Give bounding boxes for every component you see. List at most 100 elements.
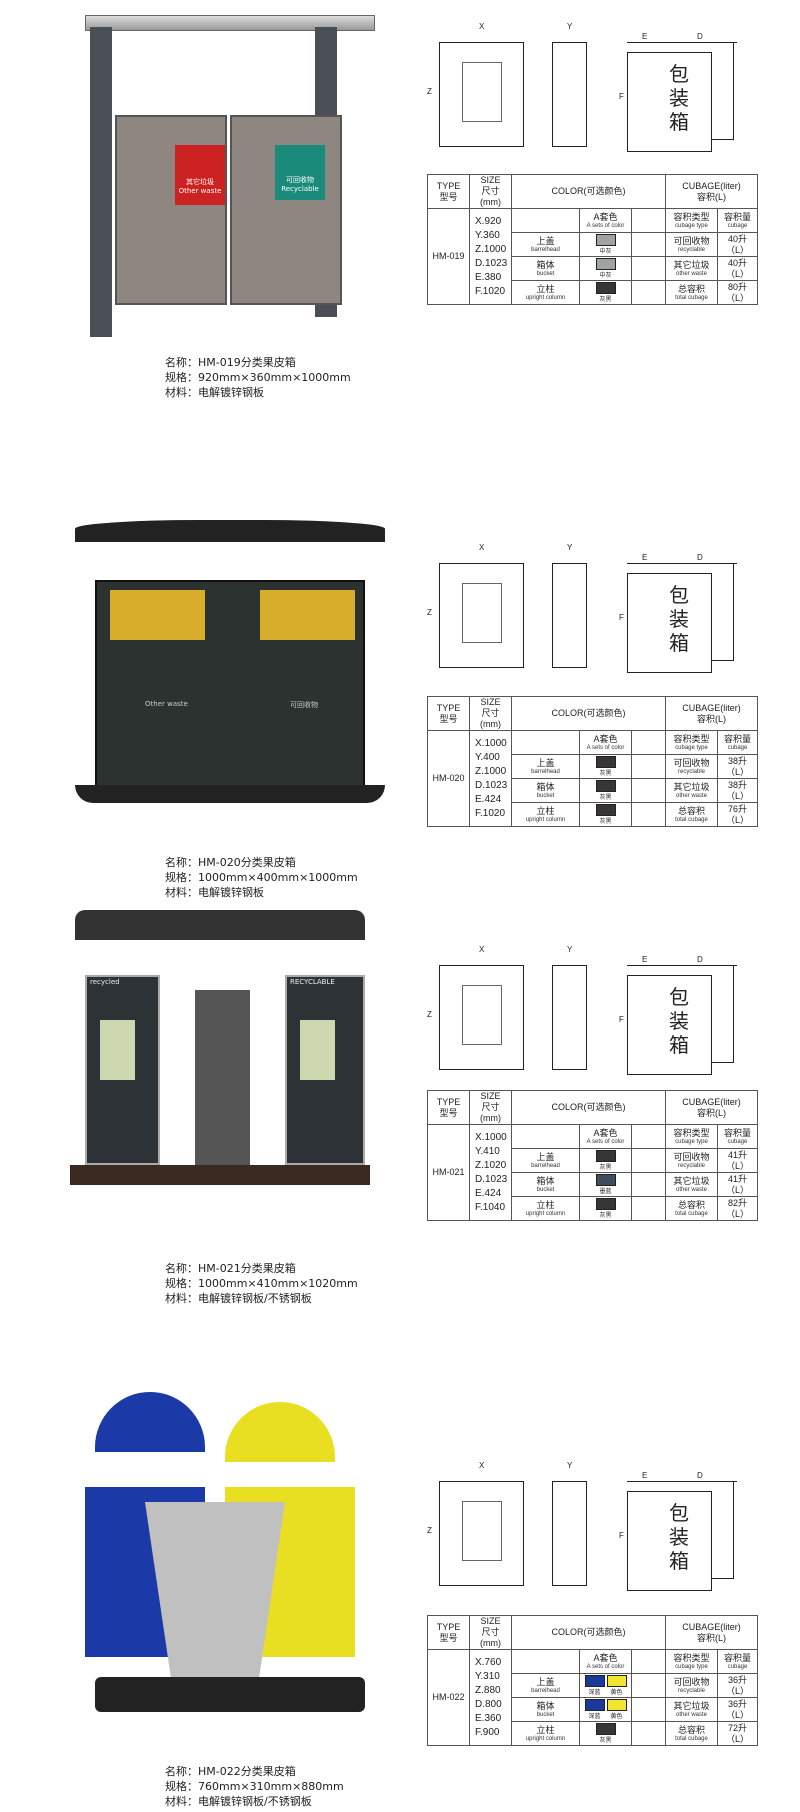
- cubage-value: 38升（L）: [725, 755, 749, 777]
- dim-y: Y: [567, 543, 573, 552]
- dim-z: Z: [427, 608, 432, 617]
- product-photo: recycled RECYCLABLE: [70, 910, 390, 1250]
- color-header: COLOR(可选颜色): [551, 186, 626, 196]
- part-name: 箱体: [536, 781, 555, 792]
- cubage-type: 可回收物: [673, 235, 710, 246]
- size-value: F.1020: [475, 807, 506, 819]
- swatch-label: 深蓝: [588, 1713, 601, 1720]
- cubage-value: 80升（L）: [725, 281, 749, 303]
- cubage-type: 可回收物: [673, 1676, 710, 1687]
- part-name-en: bucket: [536, 792, 555, 799]
- color-swatch: 深蓝: [584, 1698, 606, 1721]
- dimension-diagram: X Y Z E D F 包装箱: [427, 1456, 747, 1601]
- cubage-value: 40升（L）: [725, 233, 749, 255]
- color-swatch: 灰黑: [595, 779, 617, 802]
- size-value: E.424: [475, 1187, 502, 1199]
- product-caption: 名称：HM-022分类果皮箱 规格：760mm×310mm×880mm 材料：电…: [165, 1764, 344, 1809]
- cubage-type-en: recyclable: [677, 768, 705, 775]
- dim-e: E: [642, 955, 648, 964]
- cubage-type-en: recyclable: [677, 1687, 705, 1694]
- dim-x: X: [479, 945, 485, 954]
- product-material: 材料：电解镀锌钢板/不锈钢板: [165, 1795, 312, 1808]
- cubage-amount-header: 容积量: [723, 733, 751, 744]
- cubage-type-header-en: cubage type: [675, 1138, 708, 1145]
- part-name: 上盖: [536, 1676, 555, 1687]
- size-value: E.380: [475, 271, 502, 283]
- cubage-type-header: 容积类型: [673, 733, 710, 744]
- swatch-label: 灰黑: [599, 1164, 612, 1171]
- cubage-header: CUBAGE(liter): [682, 1621, 741, 1632]
- cubage-type-en: total cubage: [675, 816, 708, 823]
- size-value: E.424: [475, 793, 502, 805]
- size-value: Y.360: [475, 229, 500, 241]
- cubage-type-en: other waste: [675, 270, 708, 277]
- size-value: X.1000: [475, 1131, 507, 1143]
- color-set-en: A sets of color: [586, 1138, 625, 1145]
- dim-f: F: [619, 1015, 624, 1024]
- cubage-type: 其它垃圾: [673, 781, 710, 792]
- cubage-value: 41升（L）: [725, 1173, 749, 1195]
- cubage-header-cn: 容积(L): [697, 1632, 726, 1643]
- type-header-cn: 型号: [439, 191, 458, 202]
- cubage-value: 36升（L）: [725, 1674, 749, 1696]
- color-header: COLOR(可选颜色): [551, 708, 626, 718]
- product-name: 名称：HM-019分类果皮箱: [165, 356, 296, 369]
- size-value: X.1000: [475, 737, 507, 749]
- product-name: 名称：HM-022分类果皮箱: [165, 1765, 296, 1778]
- cubage-type: 总容积: [677, 283, 705, 294]
- product-photo: [75, 1392, 390, 1762]
- cubage-type: 总容积: [677, 805, 705, 816]
- model-number: HM-022: [432, 1692, 465, 1702]
- cubage-header-cn: 容积(L): [697, 1107, 726, 1118]
- part-name-en: upright column: [525, 294, 566, 301]
- color-set-en: A sets of color: [586, 222, 625, 229]
- product-spec: 规格：920mm×360mm×1000mm: [165, 371, 351, 384]
- color-swatch: 灰黑: [595, 1149, 617, 1172]
- color-header: COLOR(可选颜色): [551, 1627, 626, 1637]
- color-set-en: A sets of color: [586, 744, 625, 751]
- cubage-type-en: other waste: [675, 1711, 708, 1718]
- cubage-type-header: 容积类型: [673, 211, 710, 222]
- part-name-en: upright column: [525, 1735, 566, 1742]
- swatch-label: 灰黑: [599, 818, 612, 825]
- type-header: TYPE: [436, 180, 461, 191]
- part-name: 箱体: [536, 1700, 555, 1711]
- swatch-label: 墨蓝: [599, 1188, 612, 1195]
- package-box: E D F 包装箱: [619, 1471, 737, 1593]
- swatch-label: 灰黑: [599, 1737, 612, 1744]
- cubage-header-cn: 容积(L): [697, 191, 726, 202]
- size-header-cn: 尺寸(mm): [480, 186, 501, 207]
- size-header: SIZE: [480, 697, 501, 707]
- color-swatch: 黄色: [606, 1674, 628, 1697]
- cubage-type: 其它垃圾: [673, 259, 710, 270]
- size-value: D.1023: [475, 779, 508, 791]
- size-value: Z.1000: [475, 243, 507, 255]
- cubage-type: 总容积: [677, 1199, 705, 1210]
- product-caption: 名称：HM-021分类果皮箱 规格：1000mm×410mm×1020mm 材料…: [165, 1261, 358, 1306]
- size-value: E.360: [475, 1712, 502, 1724]
- swatch-label: 灰黑: [599, 770, 612, 777]
- dim-z: Z: [427, 87, 432, 96]
- part-name: 上盖: [536, 757, 555, 768]
- recycled-label: recycled: [90, 978, 120, 986]
- part-name-en: barrelhead: [531, 246, 560, 253]
- color-swatch: 灰黑: [595, 281, 617, 304]
- part-name: 上盖: [536, 235, 555, 246]
- dim-y: Y: [567, 1461, 573, 1470]
- dim-e: E: [642, 553, 648, 562]
- cubage-value: 76升（L）: [725, 803, 749, 825]
- type-header-cn: 型号: [439, 1107, 458, 1118]
- part-name-en: bucket: [536, 1711, 555, 1718]
- dimension-diagram: X Y Z E D F 包装箱: [427, 17, 747, 162]
- cubage-type-en: other waste: [675, 792, 708, 799]
- cubage-type-en: other waste: [675, 1186, 708, 1193]
- part-name: 箱体: [536, 259, 555, 270]
- swatch-label: 中灰: [599, 272, 612, 279]
- dim-e: E: [642, 1471, 648, 1480]
- cubage-type: 总容积: [677, 1724, 705, 1735]
